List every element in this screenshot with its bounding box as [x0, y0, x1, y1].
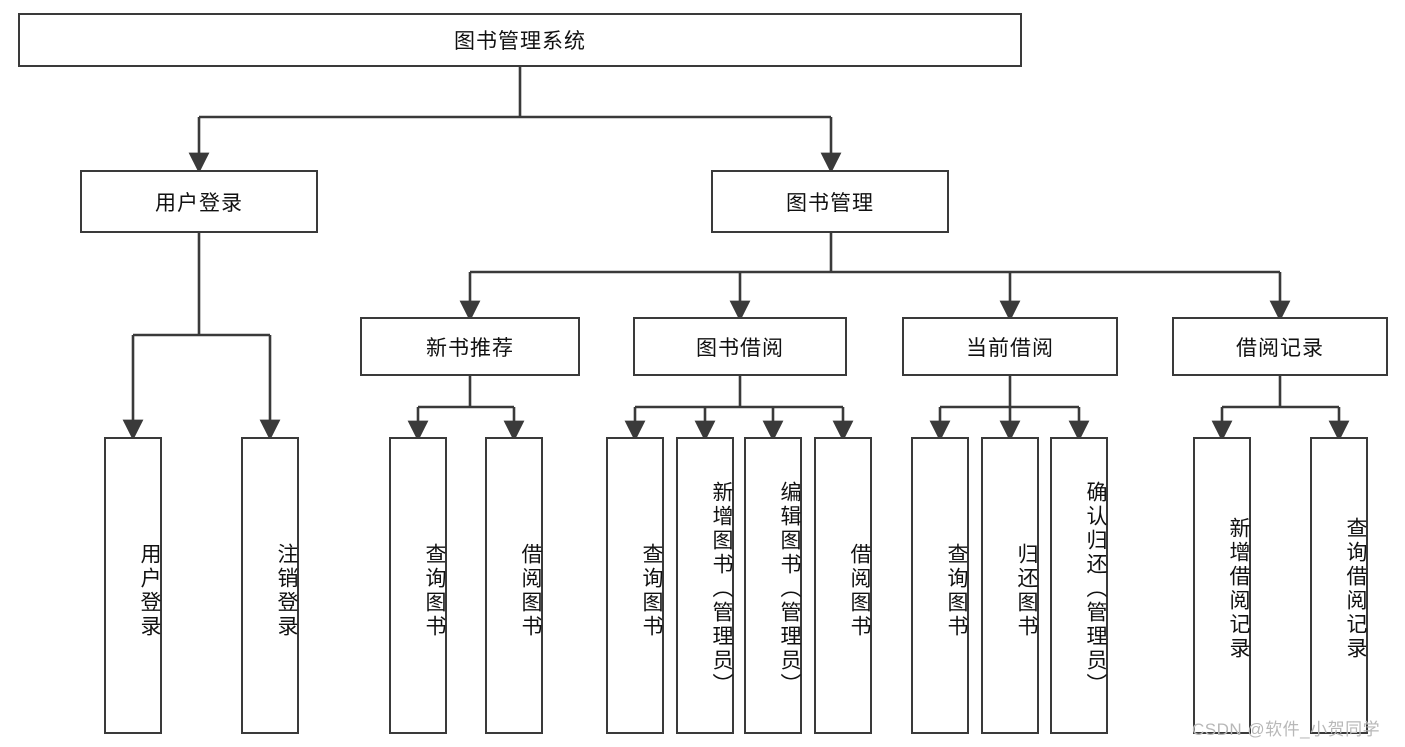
- node-label: 查询图书: [423, 542, 446, 639]
- node-label: 查询图书: [640, 542, 663, 639]
- leaf-current-borrow-return[interactable]: 归还图书: [981, 437, 1039, 734]
- node-book-management[interactable]: 图书管理: [711, 170, 949, 233]
- node-root-system[interactable]: 图书管理系统: [18, 13, 1022, 67]
- node-label: 新书推荐: [426, 336, 514, 360]
- leaf-new-book-borrow[interactable]: 借阅图书: [485, 437, 543, 734]
- node-label: 新增图书（管理员）: [710, 480, 733, 697]
- leaf-book-borrow-edit[interactable]: 编辑图书（管理员）: [744, 437, 802, 734]
- leaf-user-login-login[interactable]: 用户登录: [104, 437, 162, 734]
- node-label: 当前借阅: [966, 336, 1054, 360]
- node-label: 编辑图书（管理员）: [778, 480, 801, 697]
- leaf-book-borrow-add[interactable]: 新增图书（管理员）: [676, 437, 734, 734]
- node-label: 确认归还（管理员）: [1084, 480, 1107, 697]
- node-current-borrow[interactable]: 当前借阅: [902, 317, 1118, 376]
- node-label: 注销登录: [275, 542, 298, 639]
- node-borrow-record[interactable]: 借阅记录: [1172, 317, 1388, 376]
- node-label: 借阅图书: [519, 542, 542, 639]
- node-label: 图书借阅: [696, 336, 784, 360]
- node-label: 查询图书: [945, 542, 968, 639]
- node-label: 用户登录: [138, 542, 161, 639]
- node-label: 图书管理: [786, 191, 874, 215]
- node-new-book-recommend[interactable]: 新书推荐: [360, 317, 580, 376]
- leaf-borrow-record-query[interactable]: 查询借阅记录: [1310, 437, 1368, 734]
- node-label: 用户登录: [155, 191, 243, 215]
- leaf-book-borrow-borrow[interactable]: 借阅图书: [814, 437, 872, 734]
- node-label: 查询借阅记录: [1344, 516, 1367, 661]
- node-label: 借阅记录: [1236, 336, 1324, 360]
- node-label: 图书管理系统: [454, 30, 586, 53]
- node-label: 新增借阅记录: [1227, 516, 1250, 661]
- node-label: 借阅图书: [848, 542, 871, 639]
- leaf-current-borrow-query[interactable]: 查询图书: [911, 437, 969, 734]
- leaf-book-borrow-query[interactable]: 查询图书: [606, 437, 664, 734]
- leaf-borrow-record-add[interactable]: 新增借阅记录: [1193, 437, 1251, 734]
- node-book-borrow[interactable]: 图书借阅: [633, 317, 847, 376]
- node-label: 归还图书: [1015, 542, 1038, 639]
- leaf-new-book-query[interactable]: 查询图书: [389, 437, 447, 734]
- watermark-text: CSDN @软件_小贺同学: [1192, 720, 1381, 739]
- leaf-user-login-logout[interactable]: 注销登录: [241, 437, 299, 734]
- leaf-current-borrow-confirm-return[interactable]: 确认归还（管理员）: [1050, 437, 1108, 734]
- node-user-login[interactable]: 用户登录: [80, 170, 318, 233]
